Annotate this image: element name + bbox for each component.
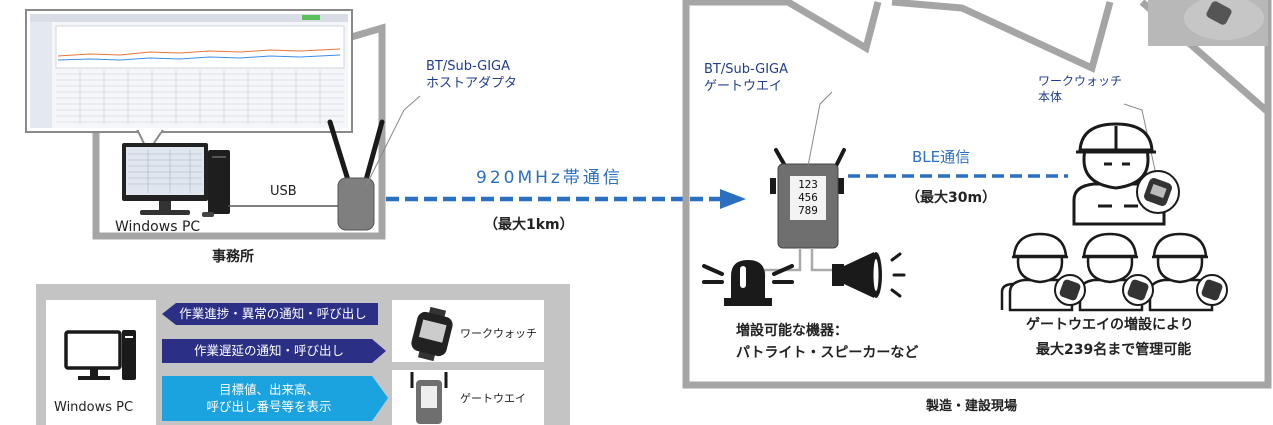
worker-main-watch-icon <box>1136 170 1180 214</box>
gateway-display-row1: 123 <box>798 178 818 191</box>
ble-label: BLE通信 <box>912 148 971 166</box>
devices-label-line2: パトライト・スピーカーなど <box>736 345 919 361</box>
worker-group-icon <box>1000 232 1214 312</box>
adapter-leader-line <box>365 95 421 187</box>
watch-label-line1: ワークウォッチ <box>1038 74 1123 88</box>
920mhz-link-arrowhead <box>720 189 746 209</box>
usb-label: USB <box>270 184 297 199</box>
gateway-label-line2: ゲートウエイ <box>704 79 783 94</box>
panel-gateway-label: ゲートウエイ <box>460 392 526 405</box>
devices-label-line1: 増設可能な機器： <box>736 323 848 339</box>
gateway-label-line1: BT/Sub-GIGA <box>704 62 789 77</box>
flow-arrow-1-label: 作業進捗・異常の通知・呼び出し <box>179 305 367 321</box>
host-adapter-icon <box>327 119 385 231</box>
flow-arrow-2-label: 作業遅延の通知・呼び出し <box>193 342 344 358</box>
flow-arrow-3-shape <box>162 376 388 421</box>
link-range: （最大1km） <box>484 217 574 233</box>
gateway-display-row3: 789 <box>798 204 818 217</box>
panel-pc-icon <box>64 330 136 380</box>
patlite-icon <box>702 260 794 306</box>
patlite-cable <box>762 248 802 278</box>
office-caption: 事務所 <box>212 249 254 265</box>
watch-label-line2: 本体 <box>1038 90 1063 104</box>
gateway-leader-line <box>807 91 833 167</box>
expand-label-line2: 最大239名まで管理可能 <box>1036 342 1192 358</box>
office-pc-label: Windows PC <box>115 219 201 235</box>
office-pc-icon <box>122 143 230 217</box>
worker-main-icon <box>1072 122 1166 226</box>
adapter-label-line1: BT/Sub-GIGA <box>426 59 511 74</box>
panel-watch-label: ワークウォッチ <box>460 327 537 340</box>
link-label: 920MHz帯通信 <box>476 168 623 188</box>
panel-watch-icon <box>411 306 453 362</box>
watch-photo <box>1148 0 1268 46</box>
flow-arrow-3-label: 目標値、出来高、 呼び出し番号等を表示 <box>206 382 332 414</box>
flow-arrow-2-shape <box>162 339 386 363</box>
adapter-label-line2: ホストアダプタ <box>426 76 518 91</box>
site-caption: 製造・建設現場 <box>926 399 1018 414</box>
software-screenshot-bubble <box>25 9 353 155</box>
worker-group-watches <box>1054 274 1228 306</box>
flow-arrow-1-shape <box>162 303 378 325</box>
panel-gateway-icon <box>410 372 448 424</box>
watch-leader-line <box>1123 103 1159 185</box>
speaker-icon <box>832 252 906 298</box>
gateway-display: 123 456 789 <box>790 178 826 217</box>
ble-range: （最大30m） <box>906 190 997 206</box>
speaker-cable <box>810 248 832 272</box>
panel-pc-label: Windows PC <box>54 400 134 415</box>
expand-label-line1: ゲートウエイの増設により <box>1026 317 1194 333</box>
gateway-display-row2: 456 <box>798 191 818 204</box>
